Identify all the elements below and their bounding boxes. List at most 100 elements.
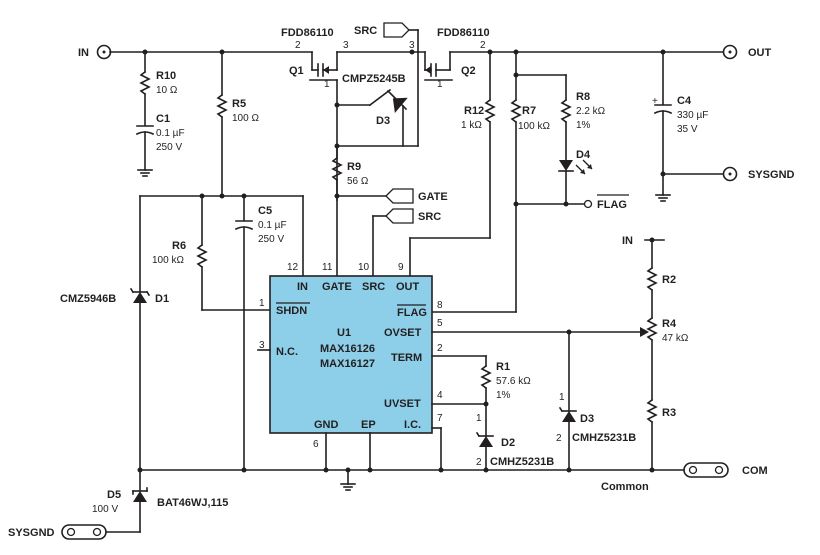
u1-pin7-num: 7 <box>437 413 443 424</box>
d5-part: BAT46WJ,115 <box>157 497 228 509</box>
junction <box>438 467 444 473</box>
u1-pin1-num: 1 <box>259 298 265 309</box>
com-label: COM <box>742 465 768 477</box>
r2-ref: R2 <box>662 274 676 286</box>
u1-pin-ic-name: I.C. <box>404 419 421 431</box>
r6-value: 100 kΩ <box>152 255 184 266</box>
r4-wiper-arrow <box>640 327 649 337</box>
r8-resistor <box>560 98 572 124</box>
u1-pin-flag-name: FLAG <box>397 307 427 319</box>
d3-top-ref: D3 <box>376 115 390 127</box>
q1-pin-d: 2 <box>295 40 301 51</box>
d3-right-zener-diode <box>558 406 577 422</box>
q2-ref: Q2 <box>461 65 476 77</box>
r9-value: 56 Ω <box>347 176 369 187</box>
r9-resistor <box>331 156 343 182</box>
u1-pin-nc-name: N.C. <box>276 346 298 358</box>
r12-value: 1 kΩ <box>461 120 482 131</box>
sysgnd-left-connector[interactable] <box>61 524 107 540</box>
sysgnd-left-label: SYSGND <box>8 527 55 539</box>
r10-ref: R10 <box>156 70 176 82</box>
d1-zener-diode <box>129 287 151 303</box>
r7-ref: R7 <box>522 105 536 117</box>
r3-resistor <box>646 398 658 424</box>
u1-pin-out-name: OUT <box>396 281 420 293</box>
r4-value: 47 kΩ <box>662 333 689 344</box>
out-terminal[interactable] <box>722 44 738 60</box>
u1-pin-ep-name: EP <box>361 419 376 431</box>
d3-right-pin1: 1 <box>559 392 565 403</box>
com-connector[interactable] <box>683 462 729 478</box>
junction <box>409 49 415 55</box>
junction <box>241 467 247 473</box>
r8-value: 2.2 kΩ <box>576 106 606 117</box>
q2-pin-g: 1 <box>437 79 443 90</box>
u1-pin10-num: 10 <box>358 262 370 273</box>
u1-pin3-num: 3 <box>259 340 265 351</box>
q1-pin-s: 3 <box>343 40 349 51</box>
gate-tag-label: GATE <box>418 191 448 203</box>
r7-value: 100 kΩ <box>518 121 550 132</box>
gate-tag <box>385 188 414 204</box>
q1-pin-g: 1 <box>324 79 330 90</box>
u1-pin-term-name: TERM <box>391 352 422 364</box>
d2-part: CMHZ5231B <box>490 456 554 468</box>
r10-resistor <box>139 70 151 96</box>
d3-top-zener-diode <box>386 89 408 114</box>
r12-resistor <box>484 98 496 124</box>
q1-part: FDD86110 <box>281 27 334 39</box>
c4-value: 330 µF <box>677 110 708 121</box>
junction <box>563 201 569 207</box>
d3-right-pin2: 2 <box>556 433 562 444</box>
r6-resistor <box>196 243 208 269</box>
u1-part2: MAX16127 <box>320 358 375 370</box>
src-tag-middle <box>385 208 414 224</box>
u1-pin4-num: 4 <box>437 390 443 401</box>
c1-voltage: 250 V <box>156 142 182 153</box>
r5-value: 100 Ω <box>232 113 259 124</box>
r1-tol: 1% <box>496 390 511 401</box>
u1-ref: U1 <box>337 327 351 339</box>
d2-pin2: 2 <box>476 457 482 468</box>
u1-pin6-num: 6 <box>313 439 319 450</box>
d1-ref: D1 <box>155 293 169 305</box>
c4-plus: + <box>652 96 658 107</box>
r5-ref: R5 <box>232 98 246 110</box>
flag-terminal[interactable] <box>583 199 593 209</box>
d2-zener-diode <box>475 431 494 447</box>
u1-pin12-num: 12 <box>287 262 299 273</box>
d4-ref: D4 <box>576 149 591 161</box>
d1-part: CMZ5946B <box>60 293 116 305</box>
in-terminal[interactable] <box>96 44 112 60</box>
u1-pin-uvset-name: UVSET <box>384 398 421 410</box>
r8-tol: 1% <box>576 120 591 131</box>
d5-schottky-diode <box>132 487 148 502</box>
q2-pin-d: 2 <box>480 40 486 51</box>
d2-pin1: 1 <box>476 413 482 424</box>
src-tag-middle-label: SRC <box>418 211 441 223</box>
r1-ref: R1 <box>496 361 510 373</box>
u1-pin8-num: 8 <box>437 300 443 311</box>
c5-value: 0.1 µF <box>258 220 287 231</box>
u1-pin-src-name: SRC <box>362 281 385 293</box>
ground-symbol <box>655 194 671 202</box>
q1-ref: Q1 <box>289 65 304 77</box>
c4-voltage: 35 V <box>677 124 698 135</box>
q2-part: FDD86110 <box>437 27 490 39</box>
u1-pin-shdn-name: SHDN <box>276 305 307 317</box>
d4-led <box>558 159 593 175</box>
sysgnd-right-terminal[interactable] <box>722 166 738 182</box>
junction <box>649 467 655 473</box>
c5-voltage: 250 V <box>258 234 284 245</box>
in-label: IN <box>78 47 89 59</box>
r4-potentiometer <box>646 316 658 342</box>
u1-pin11-num: 11 <box>322 262 333 273</box>
c5-ref: C5 <box>258 205 272 217</box>
r6-ref: R6 <box>172 240 186 252</box>
u1-pin9-num: 9 <box>398 262 404 273</box>
r8-ref: R8 <box>576 91 590 103</box>
d3-right-part: CMHZ5231B <box>572 432 636 444</box>
r1-resistor <box>480 364 492 390</box>
